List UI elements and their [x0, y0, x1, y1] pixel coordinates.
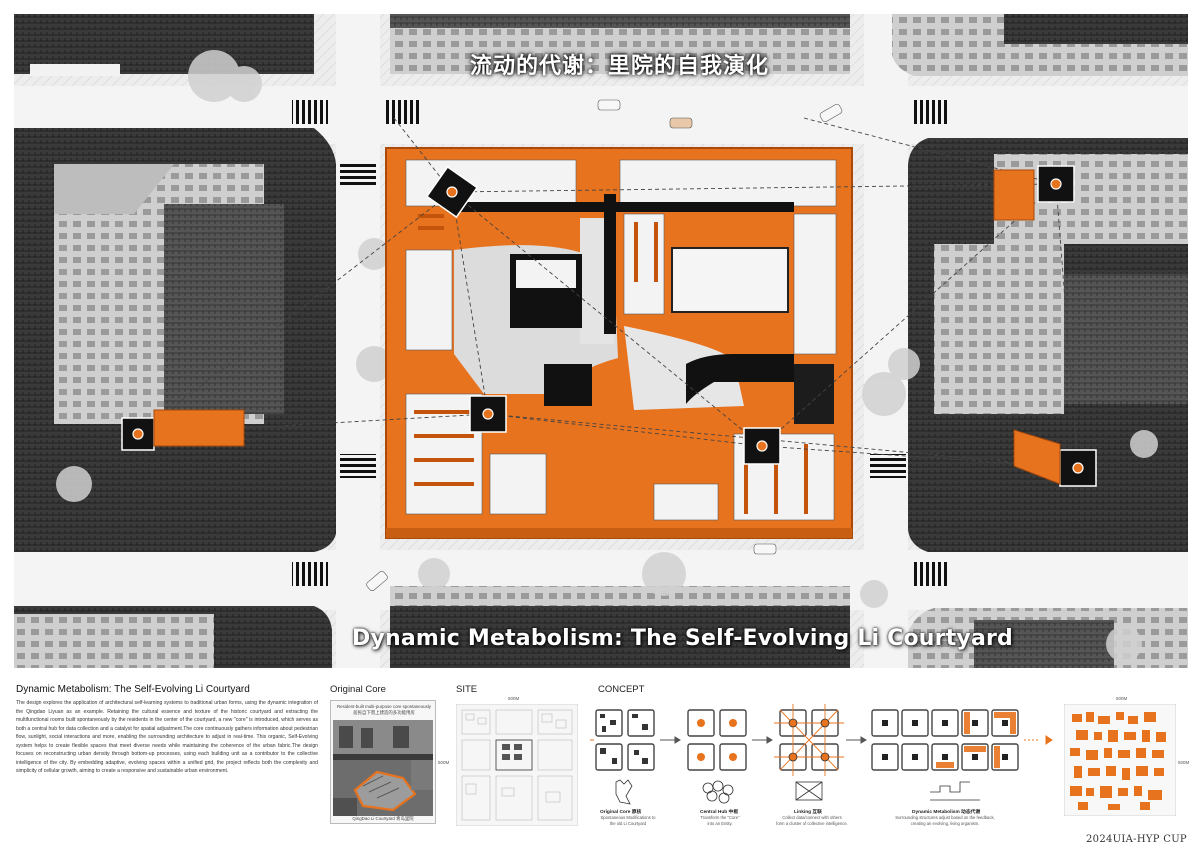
concept-step-4-desc: Surrounding structures adjust based on t…: [895, 815, 995, 826]
result-dimension-side: 500M: [1178, 760, 1190, 765]
concept-step-3-label: Linking 互联: [794, 810, 822, 815]
concept-step-2-label: Central Hub 中枢: [700, 810, 739, 815]
site-plan-drawing: 流动的代谢：里院的自我演化 Dynamic Metabolism: The Se…: [14, 14, 1188, 668]
poster-title-english: Dynamic Metabolism: The Self-Evolving Li…: [352, 626, 1014, 651]
site-title: SITE: [456, 684, 478, 695]
description-body: The design explores the application of a…: [16, 700, 318, 774]
competition-label: 2024UIA-HYP CUP: [1086, 834, 1187, 845]
core-node-northeast: [1037, 165, 1075, 203]
concept-step-1-desc: Spontaneous Modifications to the old Li …: [600, 815, 656, 826]
concept-title: CONCEPT: [598, 684, 645, 695]
site-dimension-top: 500M: [508, 696, 520, 701]
concept-step-4-label: Dynamic Metabolism 动态代谢: [912, 810, 981, 815]
original-core-photo: [333, 720, 433, 816]
description-heading: Dynamic Metabolism: The Self-Evolving Li…: [16, 684, 250, 695]
site-plan-svg: [14, 14, 1188, 668]
core-node-northwest: [425, 165, 479, 219]
concept-step-3-desc: Collect data/connect with others form a …: [776, 815, 848, 826]
core-node-east: [1059, 449, 1097, 487]
concept-step-2-desc: Transform the "Core" into an Entity.: [700, 815, 740, 826]
poster-title-chinese: 流动的代谢：里院的自我演化: [470, 53, 770, 79]
core-node-center: [469, 395, 507, 433]
concept-step-1-label: Original Core 原核: [600, 810, 642, 815]
core-node-southeast: [743, 427, 781, 465]
project-description: Dynamic Metabolism: The Self-Evolving Li…: [16, 684, 318, 776]
original-core-note: Resident-built multi-purpose core sponta…: [337, 704, 431, 715]
site-figure-ground-map: [456, 704, 578, 826]
original-core-caption: QingDao Li Courtyard 青岛里院: [352, 816, 414, 821]
original-core-title: Original Core: [330, 684, 386, 695]
evolved-site-map: [1064, 704, 1176, 816]
result-dimension-top: 500M: [1116, 696, 1128, 701]
core-node-west: [121, 417, 155, 451]
concept-diagram: [590, 704, 1053, 805]
site-dimension-side: 500M: [438, 760, 450, 765]
